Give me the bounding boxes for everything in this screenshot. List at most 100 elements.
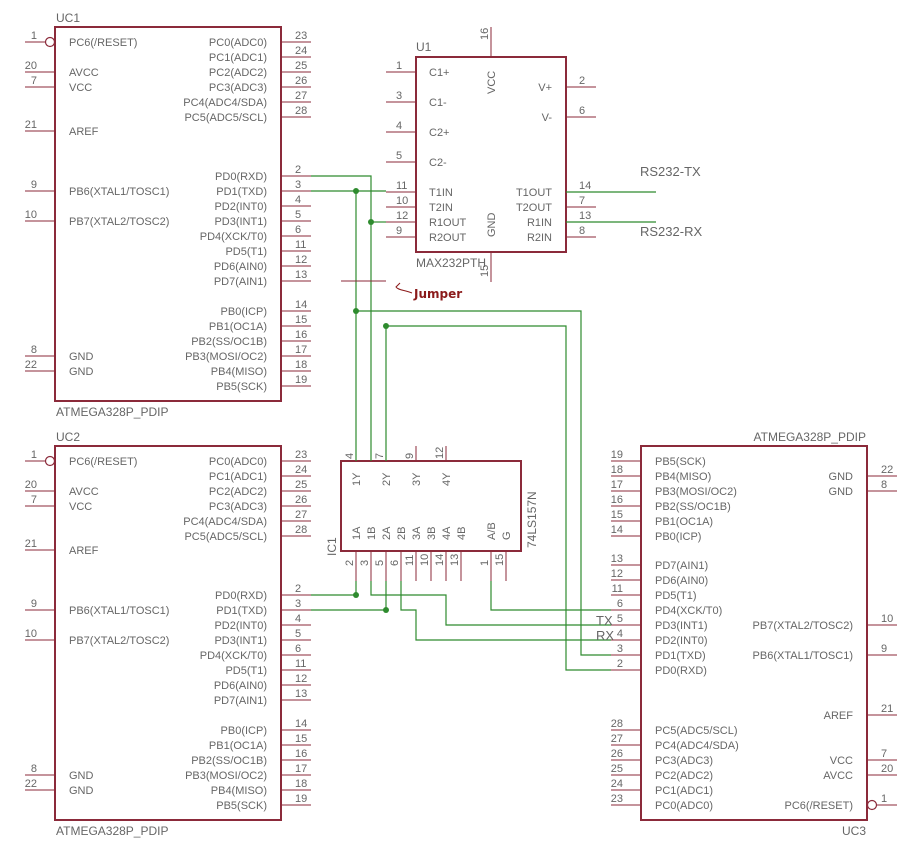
u1-pin-2[interactable]: 2V+ bbox=[538, 75, 596, 94]
ic1-pin-4[interactable]: 41Y bbox=[344, 446, 363, 486]
ic1-pin-6[interactable]: 62B bbox=[389, 527, 408, 581]
u1-pin-5[interactable]: 5C2- bbox=[386, 150, 447, 169]
u1-pin-6[interactable]: 6V- bbox=[542, 105, 596, 124]
uc3-chip[interactable]: ATMEGA328P_PDIP UC3 19PB5(SCK)18PB4(MISO… bbox=[611, 430, 897, 838]
u1-max232-chip[interactable]: U1 MAX232PTH 1C1+3C1-4C2+5C2-11T1IN10T2I… bbox=[386, 27, 596, 282]
u1-pin-3[interactable]: 3C1- bbox=[386, 90, 447, 109]
u1-pin-4[interactable]: 4C2+ bbox=[386, 120, 450, 139]
ic1-pin-1[interactable]: 1A/B bbox=[479, 522, 498, 581]
ic1-pin-5[interactable]: 52A bbox=[374, 526, 393, 581]
ic1-pin-7[interactable]: 72Y bbox=[374, 446, 393, 486]
ic1-pin-3[interactable]: 31B bbox=[359, 527, 378, 581]
ic1-pin-9[interactable]: 93Y bbox=[404, 446, 423, 486]
ic1-pin-15[interactable]: 15G bbox=[494, 531, 513, 581]
ic1-pin-2[interactable]: 21A bbox=[344, 526, 363, 581]
